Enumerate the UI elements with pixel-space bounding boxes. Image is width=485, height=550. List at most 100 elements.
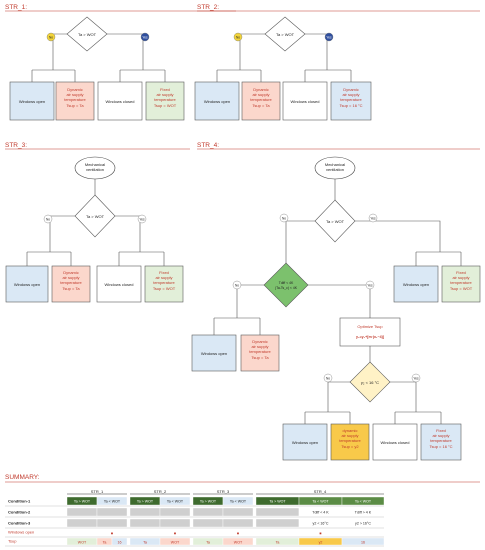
str1-yes-label: Yes: [142, 36, 148, 40]
svg-text:No: No: [282, 217, 286, 221]
summary-cond3-cell-3: [159, 518, 191, 528]
summary-cond1-text-6: Ta > WOT: [269, 500, 286, 504]
svg-text:Mechanical: Mechanical: [325, 162, 345, 167]
svg-text:Dynamic: Dynamic: [343, 87, 359, 92]
svg-text:(Ta-Ts_c) < 4K: (Ta-Ts_c) < 4K: [275, 286, 298, 290]
summary-cond1-text-1: Ta < WOT: [104, 500, 121, 504]
summary-cond1-text-8: Ta < WOT: [355, 500, 372, 504]
svg-text:Dynamic: Dynamic: [252, 339, 268, 344]
summary-cond2-cell-4: [192, 507, 224, 517]
section-title-str4: STR_4:: [197, 142, 219, 149]
str4-windows-open-box-bottom: [282, 423, 328, 461]
svg-text:temperature: temperature: [340, 97, 362, 102]
svg-text:Yes: Yes: [326, 36, 332, 40]
svg-text:Ta > WOT: Ta > WOT: [86, 214, 105, 219]
summary-cond1-text-5: Ta < WOT: [230, 500, 247, 504]
summary-tsup-text-1: Ta: [103, 540, 107, 544]
svg-text:air supply: air supply: [341, 433, 358, 438]
svg-text:temperature: temperature: [153, 280, 175, 285]
str4-dynamic-box-mid: [240, 334, 280, 372]
summary-windows-cell-1: [96, 528, 128, 537]
summary-tsup-text-2: 16: [118, 540, 122, 544]
svg-text:Windows open: Windows open: [403, 282, 429, 287]
summary-cond3-cell-1: [96, 518, 128, 528]
svg-text:dynamic: dynamic: [343, 428, 358, 433]
svg-text:temperature: temperature: [249, 349, 271, 354]
str4-decision-diamond-tdiff: [263, 262, 309, 308]
str1-windows-open-label: Windows open: [19, 99, 45, 104]
svg-text:Windows closed: Windows closed: [381, 440, 410, 445]
summary-tsup-text-9: 16: [361, 540, 365, 544]
summary-cond3-cell-2: [129, 518, 161, 528]
str1-no-node: [46, 32, 56, 42]
svg-text:Windows closed: Windows closed: [105, 282, 134, 287]
summary-row-label-condition3: Condition-3: [8, 521, 31, 526]
str2-windows-open-box: [194, 81, 240, 121]
summary-tsup-text-4: WOT: [171, 540, 180, 544]
svg-text:air supply: air supply: [342, 92, 359, 97]
svg-text:Yes: Yes: [139, 218, 145, 222]
str4-no-node-1: [279, 213, 289, 223]
summary-windows-mark-1: ■: [111, 531, 113, 535]
svg-text:Tsup = WOT: Tsup = WOT: [154, 103, 177, 108]
svg-text:air supply: air supply: [155, 275, 172, 280]
summary-windows-cell-8: [341, 528, 385, 537]
str4-windows-open-box-top: [393, 265, 439, 303]
svg-text:Tsup = WOT: Tsup = WOT: [153, 286, 176, 291]
summary-group-str1: STR_1: [91, 489, 104, 494]
str4-decision-diamond-y2: [349, 361, 391, 403]
svg-text:No: No: [236, 36, 240, 40]
str3-yes-node: [137, 214, 147, 224]
summary-cond2-text-8: Tdiff > 4 K: [355, 511, 372, 515]
svg-text:air supply: air supply: [251, 344, 268, 349]
summary-cond2-cell-0: [66, 507, 98, 517]
summary-windows-mark-7: ■: [319, 531, 321, 535]
summary-cond2-cell-2: [129, 507, 161, 517]
str4-fixed-box-top: [441, 265, 481, 303]
svg-text:air supply: air supply: [62, 275, 79, 280]
str2-windows-closed-box: [282, 81, 328, 121]
str3-decision-diamond: [74, 194, 116, 238]
svg-text:temperature: temperature: [450, 280, 472, 285]
summary-tsup-cell-2: [111, 537, 128, 546]
svg-text:Ta > WOT: Ta > WOT: [276, 32, 295, 37]
summary-tsup-text-7: Ta: [276, 540, 280, 544]
str4-yes-node-2: [365, 280, 375, 290]
summary-tsup-cell-6: [222, 537, 254, 546]
summary-cond1-cell-3: [159, 496, 191, 506]
svg-text:Fixed: Fixed: [436, 428, 446, 433]
str1-yes-branch: [107, 33, 144, 43]
svg-text:Windows open: Windows open: [292, 440, 318, 445]
summary-cond3-cell-8: [341, 518, 385, 528]
svg-text:Dynamic: Dynamic: [63, 270, 79, 275]
str1-decision-diamond: [66, 16, 108, 52]
svg-text:Tdiff < 4K: Tdiff < 4K: [279, 281, 294, 285]
svg-text:Fixed: Fixed: [159, 270, 169, 275]
str1-no-branch: [52, 33, 67, 43]
str3-windows-closed-box: [96, 265, 142, 303]
summary-tsup-text-6: WOT: [234, 540, 243, 544]
str2-decision-diamond: [264, 16, 306, 52]
summary-cond1-cell-5: [222, 496, 254, 506]
summary-row-label-windows-open: Windows open: [8, 530, 34, 535]
section-title-str2: STR_2:: [197, 4, 219, 11]
svg-text:air supply: air supply: [452, 275, 469, 280]
str3-dynamic-box: [51, 265, 91, 303]
svg-text:temperature: temperature: [60, 280, 82, 285]
svg-text:Tsup = Ta: Tsup = Ta: [251, 355, 269, 360]
svg-text:Optimize Tsup: Optimize Tsup: [357, 324, 383, 329]
str1-fixed-box: [145, 81, 185, 121]
str1-dynamic-box: [55, 81, 95, 121]
summary-cond1-text-0: Ta > WOT: [74, 500, 91, 504]
svg-text:No: No: [235, 284, 239, 288]
summary-cond2-cell-1: [96, 507, 128, 517]
summary-tsup-text-0: WOT: [78, 540, 87, 544]
section-title-str3: STR_3:: [5, 142, 27, 149]
summary-cond1-text-4: Ta > WOT: [200, 500, 217, 504]
str4-flowchart: Mechanical ventilation Ta > WOT No Yes W…: [191, 156, 481, 461]
str4-yes-node-3: [411, 373, 421, 383]
summary-cond3-cell-5: [222, 518, 254, 528]
svg-text:No: No: [326, 377, 330, 381]
svg-text:y₂ < 16 °C: y₂ < 16 °C: [361, 380, 379, 385]
svg-text:Windows open: Windows open: [14, 282, 40, 287]
